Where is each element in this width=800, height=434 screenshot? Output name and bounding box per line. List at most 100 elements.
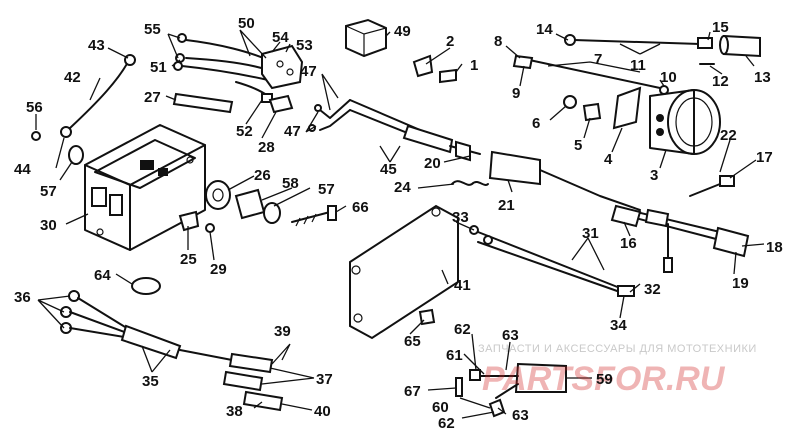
callout-29: 29	[210, 261, 227, 278]
callout-41: 41	[454, 277, 471, 294]
callout-63-a: 63	[502, 327, 519, 344]
part-66-bolt	[291, 205, 337, 227]
part-22-wire	[689, 183, 721, 197]
part-57-washer	[68, 145, 84, 165]
callout-63-b: 63	[512, 407, 529, 424]
callout-10: 10	[660, 69, 677, 86]
callout-60: 60	[432, 399, 449, 416]
part-4-bracket	[612, 86, 642, 130]
callout-31: 31	[582, 225, 599, 242]
callout-6: 6	[532, 115, 540, 132]
callout-13: 13	[754, 69, 771, 86]
callout-18: 18	[766, 239, 783, 256]
part-6-socket	[563, 95, 577, 109]
callout-8: 8	[494, 33, 502, 50]
part-24-clip	[451, 180, 489, 186]
callout-25: 25	[180, 251, 197, 268]
part-25-clip	[178, 210, 200, 232]
callout-5: 5	[574, 137, 582, 154]
callout-62-a: 62	[454, 321, 471, 338]
part-42-43-ground-strap	[60, 54, 136, 138]
leader-lines	[35, 29, 765, 419]
callout-33: 33	[452, 209, 469, 226]
callout-17: 17	[756, 149, 773, 166]
callout-3: 3	[650, 167, 658, 184]
part-21-cable	[539, 169, 641, 211]
callout-19: 19	[732, 275, 749, 292]
callout-51: 51	[150, 59, 167, 76]
callout-53: 53	[296, 37, 313, 54]
part-16-harness	[610, 204, 750, 273]
callout-21: 21	[498, 197, 515, 214]
callout-15: 15	[712, 19, 729, 36]
callout-2: 2	[446, 33, 454, 50]
callout-58: 58	[282, 175, 299, 192]
part-11-cable	[564, 34, 761, 58]
callout-57-b: 57	[318, 181, 335, 198]
callout-20: 20	[424, 155, 441, 172]
part-45-harness	[308, 99, 481, 162]
part-2-clip	[412, 54, 434, 78]
callout-47-a: 47	[300, 63, 317, 80]
callout-47-b: 47	[284, 123, 301, 140]
callout-59: 59	[596, 371, 613, 388]
callout-42: 42	[64, 69, 81, 86]
part-56-nut	[31, 131, 41, 141]
callout-56: 56	[26, 99, 43, 116]
callout-4: 4	[604, 151, 613, 168]
callout-50: 50	[238, 15, 255, 32]
callout-62-b: 62	[438, 415, 455, 432]
part-28-plug	[268, 94, 294, 114]
callout-54: 54	[272, 29, 289, 46]
part-27-sleeve	[172, 92, 234, 114]
part-35-harness	[60, 290, 284, 412]
callout-52: 52	[236, 123, 253, 140]
callout-34: 34	[610, 317, 627, 334]
callout-1: 1	[470, 57, 478, 74]
callout-14: 14	[536, 21, 553, 38]
callout-45: 45	[380, 161, 397, 178]
callout-61: 61	[446, 347, 463, 364]
callout-64: 64	[94, 267, 111, 284]
callout-65: 65	[404, 333, 421, 350]
part-5-bulb	[582, 102, 602, 122]
callout-57-a: 57	[40, 183, 57, 200]
part-59-terminal-block	[455, 362, 567, 418]
callout-30: 30	[40, 217, 57, 234]
watermark-tagline: ЗАПЧАСТИ И АКСЕССУАРЫ ДЛЯ МОТОТЕХНИКИ	[478, 343, 757, 355]
part-57-washer-b	[263, 202, 281, 224]
part-41-plate	[349, 204, 459, 340]
callout-12: 12	[712, 73, 729, 90]
callout-49: 49	[394, 23, 411, 40]
callout-32: 32	[644, 281, 661, 298]
part-52-terminal	[261, 93, 273, 103]
callout-22: 22	[720, 127, 737, 144]
part-29-screw	[205, 223, 215, 233]
callout-24: 24	[394, 179, 411, 196]
callout-28: 28	[258, 139, 275, 156]
callout-35: 35	[142, 373, 159, 390]
callout-39: 39	[274, 323, 291, 340]
callout-9: 9	[512, 85, 520, 102]
part-17-terminal	[719, 175, 735, 187]
part-1-screw	[439, 68, 457, 84]
watermark-logo: PARTSFOR.RU	[482, 360, 726, 398]
callout-numbers: 1 2 3 4 5 6 7 8 9 10 11 12 13 14 15 16 1…	[14, 15, 783, 432]
callout-7: 7	[594, 51, 602, 68]
callout-38: 38	[226, 403, 243, 420]
callout-27: 27	[144, 89, 161, 106]
callout-66: 66	[352, 199, 369, 216]
callout-37: 37	[316, 371, 333, 388]
callout-16: 16	[620, 235, 637, 252]
callout-11: 11	[630, 57, 646, 74]
callout-55: 55	[144, 21, 161, 38]
part-3-gauge	[649, 89, 721, 155]
callout-44: 44	[14, 161, 31, 178]
part-21-connector	[488, 150, 541, 186]
callout-36: 36	[14, 289, 31, 306]
callout-26: 26	[254, 167, 271, 184]
part-64-clamp	[131, 277, 161, 295]
callout-43: 43	[88, 37, 105, 54]
